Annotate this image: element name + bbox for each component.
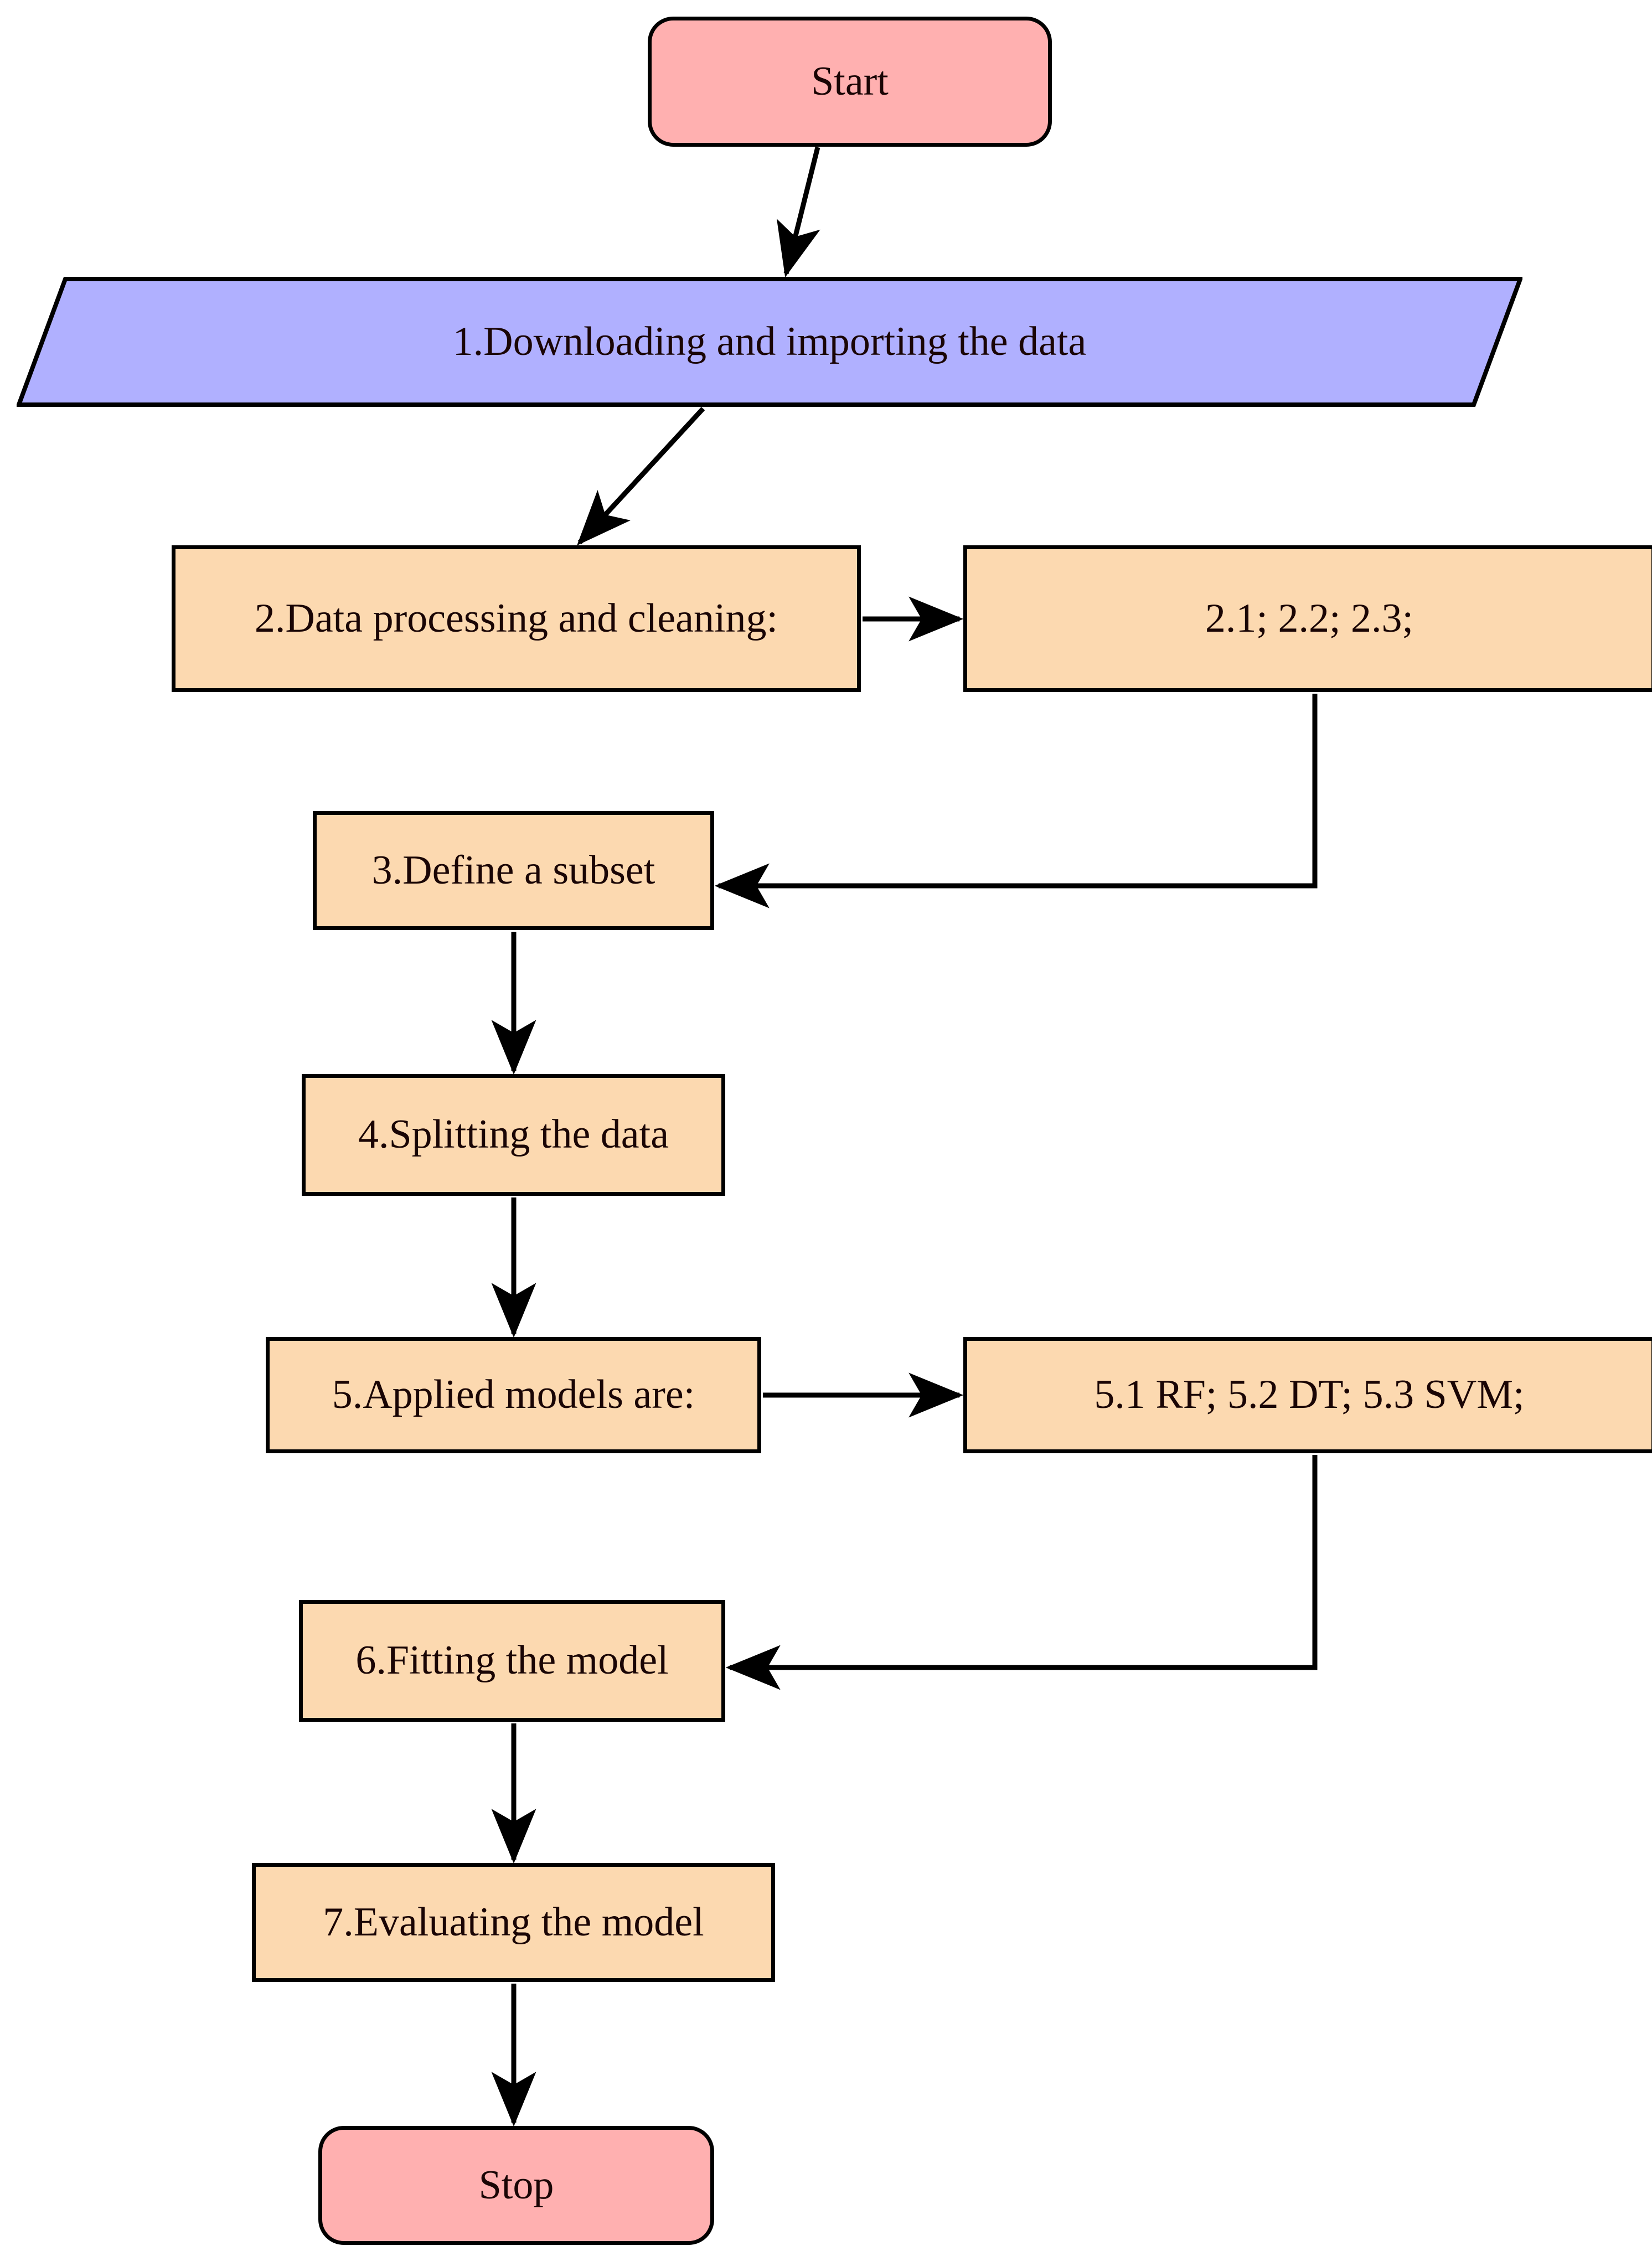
node-step2[interactable]: 2.Data processing and cleaning: [172,545,861,692]
node-step5[interactable]: 5.Applied models are: [266,1337,761,1453]
node-start[interactable]: Start [648,17,1052,147]
node-step2-sub-label: 2.1; 2.2; 2.3; [1205,595,1414,641]
node-stop-label: Stop [478,2162,554,2208]
node-step5-sub[interactable]: 5.1 RF; 5.2 DT; 5.3 SVM; [963,1337,1652,1453]
node-step1[interactable]: 1.Downloading and importing the data [17,277,1522,407]
node-step2-label: 2.Data processing and cleaning: [254,595,778,641]
node-step5-label: 5.Applied models are: [332,1372,695,1418]
node-stop[interactable]: Stop [318,2126,714,2245]
node-step1-label-wrap: 1.Downloading and importing the data [17,277,1522,407]
node-step4-label: 4.Splitting the data [358,1112,669,1158]
parallelogram-shape [17,277,1522,407]
node-step3-label: 3.Define a subset [371,847,655,893]
node-step6-label: 6.Fitting the model [355,1638,669,1684]
node-step7-label: 7.Evaluating the model [323,1899,704,1945]
node-step7[interactable]: 7.Evaluating the model [252,1863,775,1982]
edge-step2sub-to-step3 [714,694,1318,908]
node-step3[interactable]: 3.Define a subset [313,811,714,930]
node-step4[interactable]: 4.Splitting the data [302,1074,725,1196]
node-step5-sub-label: 5.1 RF; 5.2 DT; 5.3 SVM; [1094,1372,1525,1418]
edge-step5sub-to-step6 [725,1455,1318,1690]
node-start-label: Start [811,58,889,104]
edge-start-to-step1 [776,146,820,277]
edge-step1-to-step2 [577,406,705,546]
node-step6[interactable]: 6.Fitting the model [299,1600,725,1722]
node-step2-sub[interactable]: 2.1; 2.2; 2.3; [963,545,1652,692]
node-step1-label: 1.Downloading and importing the data [452,319,1087,364]
